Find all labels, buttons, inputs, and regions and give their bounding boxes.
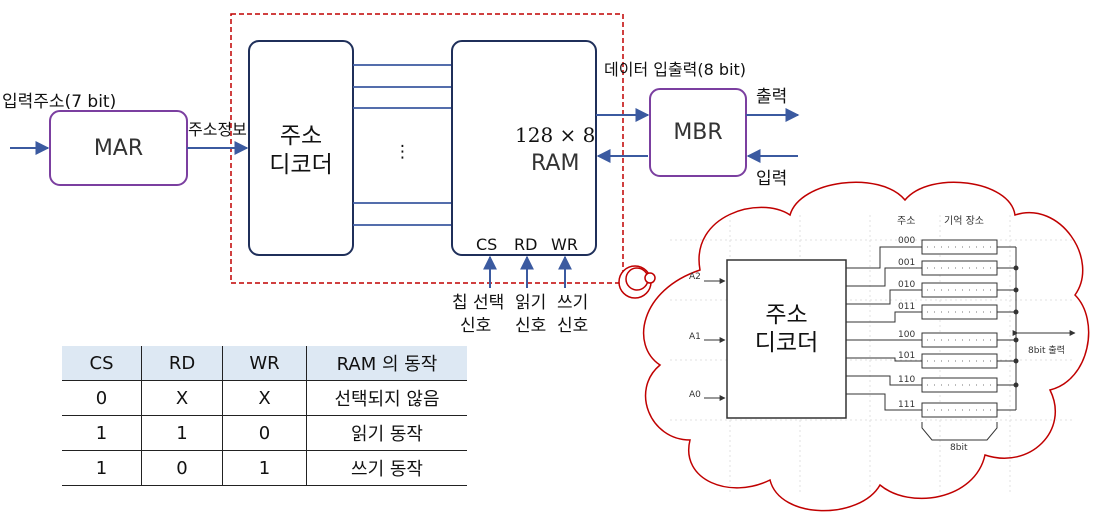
address-decoder-box xyxy=(248,40,354,256)
header-rd: RD xyxy=(141,346,223,381)
cloud-input-a0: A0 xyxy=(689,390,701,400)
cloud-input-a1: A1 xyxy=(689,332,701,342)
cell-operation: 쓰기 동작 xyxy=(306,450,467,486)
cell-operation: 선택되지 않음 xyxy=(306,380,467,416)
cell-cs: 0 xyxy=(62,380,142,416)
read-signal-line2: 신호 xyxy=(515,316,547,336)
chip-select-signal-line2: 신호 xyxy=(460,316,492,336)
cell-rd: 0 xyxy=(141,450,223,486)
cloud-decoder-label-line2: 디코더 xyxy=(754,330,819,356)
input-address-label: 입력주소(7 bit) xyxy=(2,92,117,112)
pin-wr-label: WR xyxy=(551,235,578,254)
cloud-8bit-bracket xyxy=(921,422,998,441)
cloud-8bit-width-label: 8bit xyxy=(950,443,968,453)
cloud-decoder-wires xyxy=(846,246,922,411)
cloud-address-101: 101 xyxy=(898,351,916,361)
ram-size-label: 128 × 8 xyxy=(515,123,596,147)
data-io-label: 데이터 입출력(8 bit) xyxy=(604,60,747,79)
cloud-input-a2: A2 xyxy=(689,272,701,282)
cloud-decoder-label-line1: 주소 xyxy=(765,302,808,328)
cell-wr: 1 xyxy=(222,450,307,486)
cloud-address-100: 100 xyxy=(898,330,916,340)
mar-label: MAR xyxy=(93,136,144,161)
pin-cs-label: CS xyxy=(476,235,498,254)
header-cs: CS xyxy=(62,346,142,381)
cloud-8bit-output-label: 8bit 출력 xyxy=(1028,346,1065,356)
cell-operation: 읽기 동작 xyxy=(306,415,467,451)
write-signal-line1: 쓰기 xyxy=(557,293,589,313)
ellipsis: ⋮ xyxy=(394,142,411,162)
cloud-callout xyxy=(618,181,1090,512)
cloud-output-bus xyxy=(997,246,1019,411)
decoder-label-line1: 주소 xyxy=(279,123,323,149)
table-row: 1 0 1 쓰기 동작 xyxy=(62,450,467,486)
decoder-output-lines xyxy=(353,64,452,226)
header-wr: WR xyxy=(222,346,307,381)
cell-cs: 1 xyxy=(62,450,142,486)
cloud-address-header: 주소 xyxy=(897,216,916,227)
read-signal-line1: 읽기 xyxy=(515,293,547,313)
cloud-address-001: 001 xyxy=(898,258,916,268)
output-label: 출력 xyxy=(756,87,788,107)
table-row: 1 1 0 읽기 동작 xyxy=(62,415,467,451)
address-info-label: 주소정보 xyxy=(188,120,247,139)
cloud-address-111: 111 xyxy=(898,400,916,410)
cloud-address-010: 010 xyxy=(898,280,916,290)
cell-rd: 1 xyxy=(141,415,223,451)
cell-cs: 1 xyxy=(62,415,142,451)
cloud-decoder-box xyxy=(726,259,847,419)
pin-rd-label: RD xyxy=(514,235,538,254)
cell-wr: 0 xyxy=(222,415,307,451)
cloud-storage-header: 기억 장소 xyxy=(944,216,984,227)
cloud-address-000: 000 xyxy=(898,236,916,246)
truth-table-header-row: CS RD WR RAM 의 동작 xyxy=(62,346,467,381)
decoder-label-line2: 디코더 xyxy=(269,152,333,178)
mbr-label: MBR xyxy=(673,120,723,145)
ram-box xyxy=(451,40,597,256)
cloud-address-011: 011 xyxy=(898,302,916,312)
cell-rd: X xyxy=(141,380,223,416)
cell-wr: X xyxy=(222,380,307,416)
cloud-address-110: 110 xyxy=(898,375,916,385)
input-label: 입력 xyxy=(756,169,788,189)
ram-label: RAM xyxy=(531,151,580,176)
chip-select-signal-line1: 칩 선택 xyxy=(452,293,505,313)
write-signal-line2: 신호 xyxy=(557,316,589,336)
mbr-box xyxy=(649,88,747,177)
cloud-input-arrows xyxy=(704,278,726,401)
header-ram-operation: RAM 의 동작 xyxy=(306,346,467,381)
table-row: 0 X X 선택되지 않음 xyxy=(62,380,467,416)
ram-truth-table: CS RD WR RAM 의 동작 0 X X 선택되지 않음 1 1 0 읽기… xyxy=(62,346,467,486)
